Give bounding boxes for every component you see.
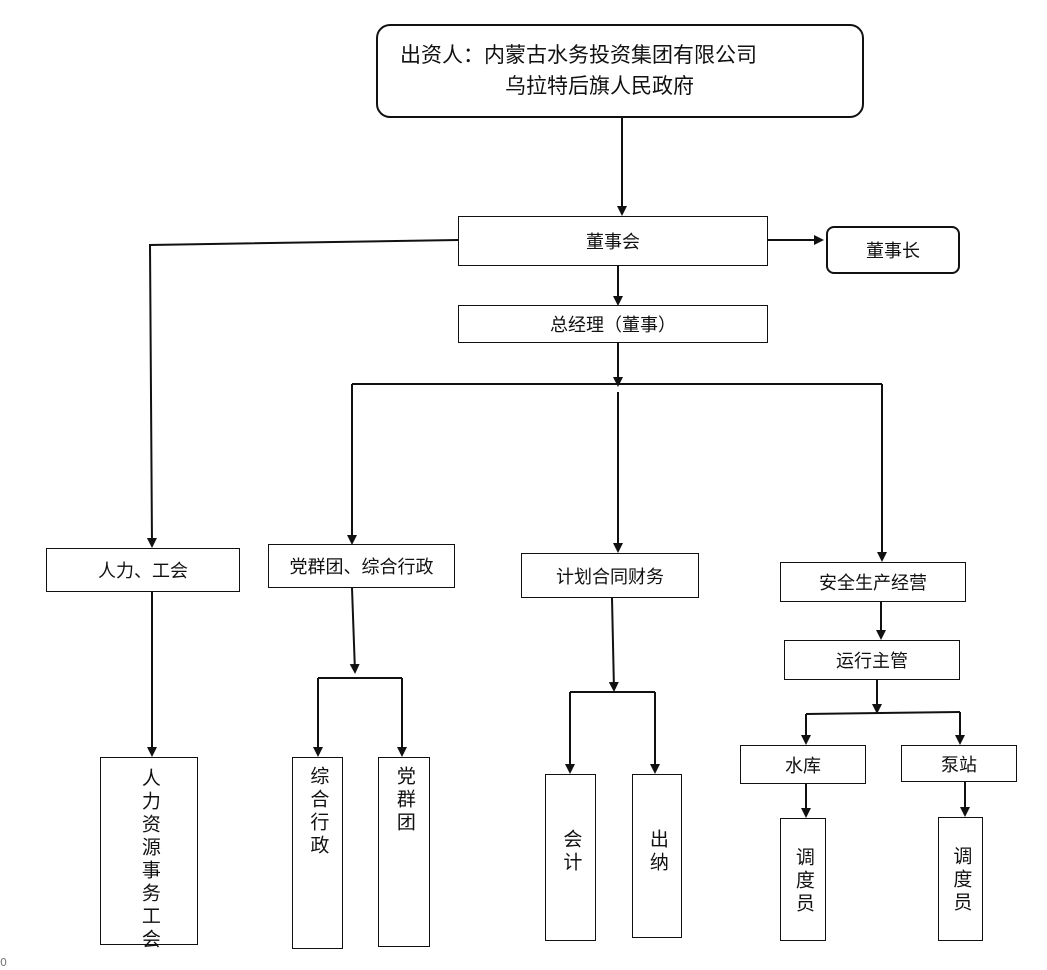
cashier-box: 出纳 [632, 774, 682, 938]
general-admin-box: 综合行政 [292, 757, 343, 949]
hr-affairs-label: 人力资源事务工会 [138, 768, 161, 952]
hr-union-box: 人力、工会 [46, 548, 240, 592]
pump-station-box: 泵站 [901, 745, 1017, 782]
dispatcher-reservoir-box: 调度员 [780, 818, 826, 941]
finance-box: 计划合同财务 [521, 553, 699, 598]
connector-party-split [349, 587, 360, 674]
board-box: 董事会 [458, 216, 768, 266]
general-admin-label: 综合行政 [307, 766, 330, 858]
ops-supervisor-box: 运行主管 [784, 640, 960, 680]
reservoir-box: 水库 [740, 745, 866, 784]
bus-ops-split [805, 711, 961, 715]
accounting-box: 会计 [545, 774, 596, 941]
connector-board-hr [146, 239, 459, 548]
investor-line-2: 乌拉特后旗人民政府 [505, 74, 694, 98]
accounting-label: 会计 [560, 829, 583, 875]
dispatcher-pump-label: 调度员 [950, 846, 973, 915]
connector-finance-split [608, 597, 619, 692]
cashier-label: 出纳 [646, 829, 669, 875]
dispatcher-pump-box: 调度员 [938, 817, 983, 941]
party-group-box: 党群团 [378, 757, 430, 947]
party-admin-box: 党群团、综合行政 [268, 544, 455, 588]
party-group-label: 党群团 [393, 766, 416, 835]
investor-line-1: 出资人：内蒙古水务投资集团有限公司 [400, 42, 757, 67]
chairman-box: 董事长 [826, 226, 960, 274]
page-number: 0 [0, 956, 7, 969]
general-manager-box: 总经理（董事） [458, 305, 768, 343]
investor-box: 出资人：内蒙古水务投资集团有限公司 乌拉特后旗人民政府 [376, 24, 864, 118]
safety-ops-box: 安全生产经营 [780, 562, 966, 602]
hr-affairs-box: 人力资源事务工会 [100, 757, 198, 952]
dispatcher-reservoir-label: 调度员 [792, 847, 815, 916]
